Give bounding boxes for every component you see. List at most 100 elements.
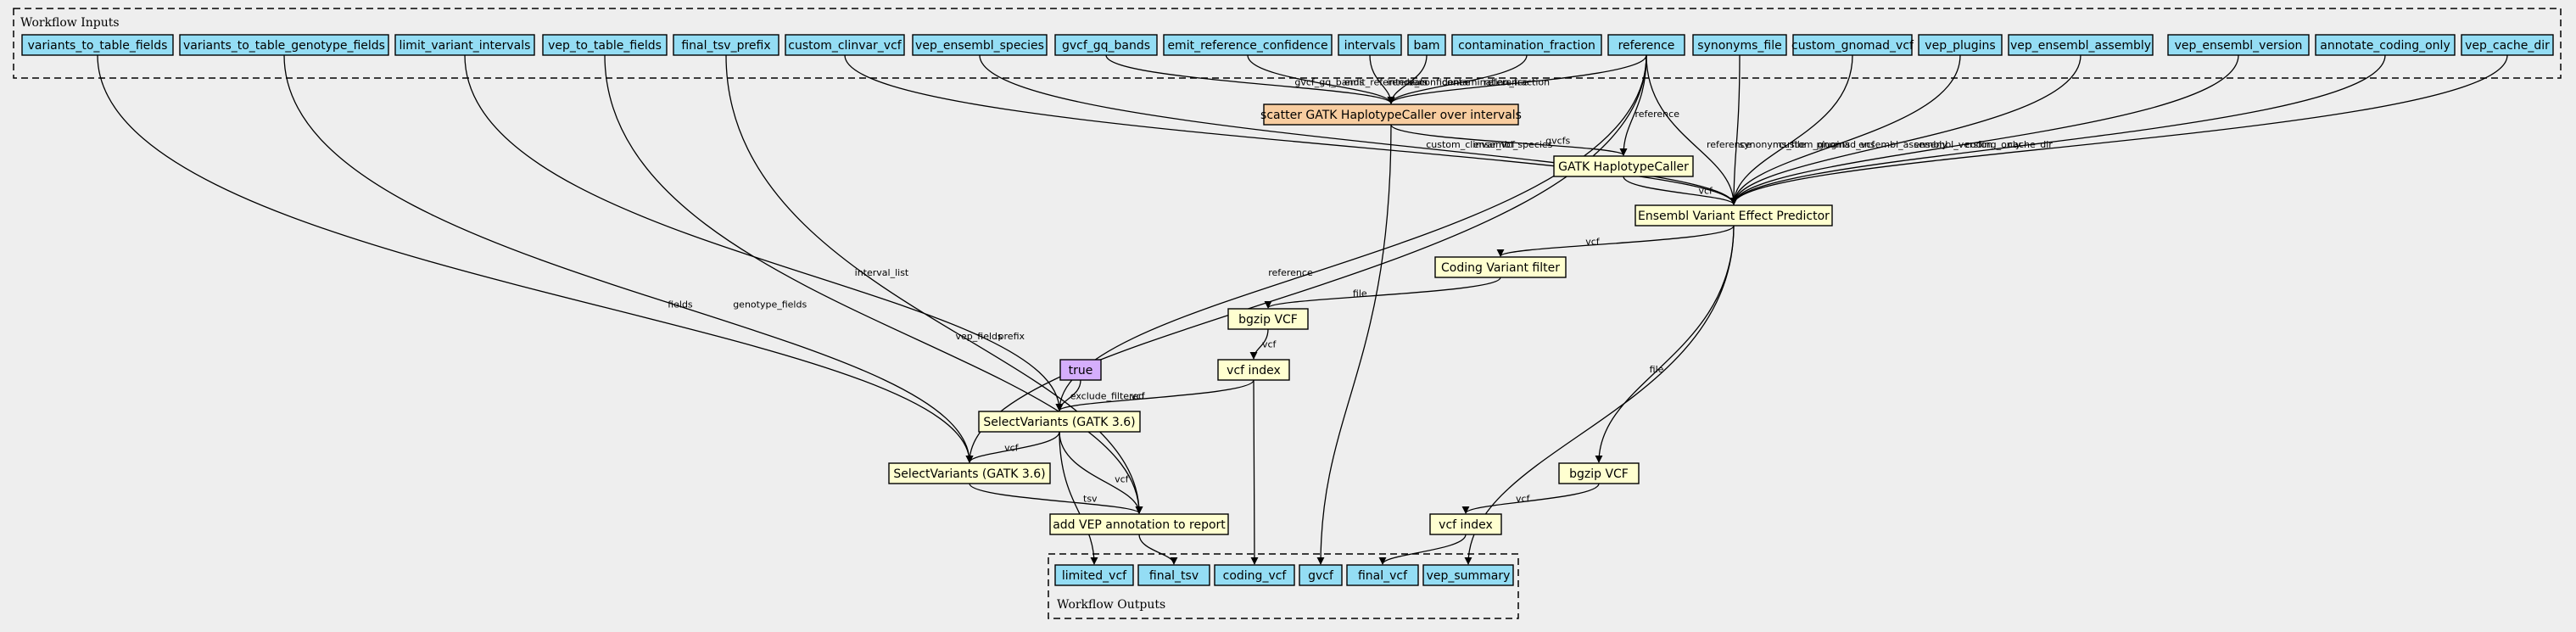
node-variants_to_table_fields[interactable]: variants_to_table_fields bbox=[21, 34, 174, 56]
node-box-vep_ensembl_version[interactable] bbox=[2167, 34, 2310, 56]
edge-reference-to-scatter_hc bbox=[1387, 54, 1647, 104]
node-box-bam[interactable] bbox=[1407, 34, 1446, 56]
edge-vep_to_table_fields-to-add_vep bbox=[604, 54, 1143, 514]
node-box-coding_filter[interactable] bbox=[1434, 256, 1567, 278]
edge-select1-to-select2 bbox=[965, 431, 1060, 463]
edge-synonyms_file-to-vep bbox=[1729, 54, 1741, 205]
edge-label-limit_variant_intervals-to-select1: interval_list bbox=[855, 267, 909, 278]
node-bam[interactable]: bam bbox=[1407, 34, 1446, 56]
node-box-custom_gnomad_vcf[interactable] bbox=[1792, 34, 1913, 56]
node-box-variants_to_table_genotype_fields[interactable] bbox=[179, 34, 389, 56]
node-coding_filter[interactable]: Coding Variant filter bbox=[1434, 256, 1567, 278]
node-box-synonyms_file[interactable] bbox=[1692, 34, 1787, 56]
node-final_tsv[interactable]: final_tsv bbox=[1137, 564, 1210, 586]
node-custom_clinvar_vcf[interactable]: custom_clinvar_vcf bbox=[785, 34, 905, 56]
node-synonyms_file[interactable]: synonyms_file bbox=[1692, 34, 1787, 56]
node-contamination_fraction[interactable]: contamination_fraction bbox=[1451, 34, 1602, 56]
node-variants_to_table_genotype_fields[interactable]: variants_to_table_genotype_fields bbox=[179, 34, 389, 56]
node-box-contamination_fraction[interactable] bbox=[1451, 34, 1602, 56]
node-label-annotate_coding_only: annotate_coding_only bbox=[2320, 39, 2450, 53]
node-vep_summary[interactable]: vep_summary bbox=[1422, 564, 1514, 586]
node-box-vcf_index1[interactable] bbox=[1217, 359, 1290, 381]
node-box-add_vep[interactable] bbox=[1049, 513, 1229, 535]
node-box-annotate_coding_only[interactable] bbox=[2315, 34, 2456, 56]
node-box-true_const[interactable] bbox=[1059, 359, 1102, 381]
node-box-select1[interactable] bbox=[978, 411, 1141, 433]
node-final_vcf[interactable]: final_vcf bbox=[1346, 564, 1419, 586]
node-reference[interactable]: reference bbox=[1607, 34, 1685, 56]
node-label-final_tsv: final_tsv bbox=[1149, 569, 1199, 583]
node-add_vep[interactable]: add VEP annotation to report bbox=[1049, 513, 1229, 535]
node-box-vep_ensembl_species[interactable] bbox=[912, 34, 1048, 56]
node-true_const[interactable]: true bbox=[1059, 359, 1102, 381]
node-label-custom_clinvar_vcf: custom_clinvar_vcf bbox=[788, 39, 902, 53]
node-gvcf_gq_bands[interactable]: gvcf_gq_bands bbox=[1054, 34, 1158, 56]
node-label-coding_vcf: coding_vcf bbox=[1223, 569, 1288, 583]
node-custom_gnomad_vcf[interactable]: custom_gnomad_vcf bbox=[1791, 34, 1914, 56]
node-box-bgzip2[interactable] bbox=[1558, 462, 1640, 484]
edge-reference-to-vep bbox=[1646, 54, 1738, 205]
node-intervals[interactable]: intervals bbox=[1338, 34, 1402, 56]
node-coding_vcf[interactable]: coding_vcf bbox=[1214, 564, 1295, 586]
node-label-coding_filter: Coding Variant filter bbox=[1441, 261, 1560, 275]
node-gvcf[interactable]: gvcf bbox=[1299, 564, 1343, 586]
node-box-gatk_hc[interactable] bbox=[1553, 155, 1694, 177]
node-box-gvcf[interactable] bbox=[1299, 564, 1343, 586]
node-box-select2[interactable] bbox=[888, 462, 1051, 484]
node-limited_vcf[interactable]: limited_vcf bbox=[1054, 564, 1134, 586]
node-box-final_vcf[interactable] bbox=[1346, 564, 1419, 586]
node-bgzip1[interactable]: bgzip VCF bbox=[1227, 308, 1309, 330]
node-box-vep_plugins[interactable] bbox=[1918, 34, 2003, 56]
node-box-vep[interactable] bbox=[1634, 204, 1833, 227]
node-select1[interactable]: SelectVariants (GATK 3.6) bbox=[978, 411, 1141, 433]
node-label-vep_ensembl_species: vep_ensembl_species bbox=[915, 39, 1044, 53]
node-box-gvcf_gq_bands[interactable] bbox=[1054, 34, 1158, 56]
node-vep_cache_dir[interactable]: vep_cache_dir bbox=[2461, 34, 2554, 56]
node-label-vep_to_table_fields: vep_to_table_fields bbox=[548, 39, 662, 53]
node-label-intervals: intervals bbox=[1344, 39, 1396, 53]
node-limit_variant_intervals[interactable]: limit_variant_intervals bbox=[394, 34, 535, 56]
node-box-custom_clinvar_vcf[interactable] bbox=[785, 34, 905, 56]
node-emit_reference_confidence[interactable]: emit_reference_confidence bbox=[1163, 34, 1333, 56]
node-gatk_hc[interactable]: GATK HaplotypeCaller bbox=[1553, 155, 1694, 177]
node-label-vep_ensembl_version: vep_ensembl_version bbox=[2175, 39, 2303, 53]
node-label-variants_to_table_genotype_fields: variants_to_table_genotype_fields bbox=[183, 39, 385, 53]
node-box-intervals[interactable] bbox=[1338, 34, 1402, 56]
node-box-final_tsv_prefix[interactable] bbox=[673, 34, 780, 56]
node-box-limit_variant_intervals[interactable] bbox=[394, 34, 535, 56]
node-box-scatter_hc[interactable] bbox=[1263, 103, 1519, 126]
node-box-variants_to_table_fields[interactable] bbox=[21, 34, 174, 56]
node-box-final_tsv[interactable] bbox=[1137, 564, 1210, 586]
node-vcf_index1[interactable]: vcf index bbox=[1217, 359, 1290, 381]
node-bgzip2[interactable]: bgzip VCF bbox=[1558, 462, 1640, 484]
edge-variants_to_table_fields-to-select2 bbox=[97, 54, 974, 463]
node-label-bam: bam bbox=[1413, 39, 1439, 53]
node-vep_ensembl_version[interactable]: vep_ensembl_version bbox=[2167, 34, 2310, 56]
edge-select2-to-add_vep bbox=[969, 483, 1143, 514]
node-box-vep_summary[interactable] bbox=[1422, 564, 1514, 586]
edge-add_vep-to-final_tsv bbox=[1138, 534, 1178, 565]
node-label-synonyms_file: synonyms_file bbox=[1697, 39, 1781, 53]
node-vep_plugins[interactable]: vep_plugins bbox=[1918, 34, 2003, 56]
edge-coding_filter-to-bgzip1 bbox=[1264, 277, 1501, 309]
node-box-vcf_index2[interactable] bbox=[1429, 513, 1502, 535]
node-annotate_coding_only[interactable]: annotate_coding_only bbox=[2315, 34, 2456, 56]
node-box-bgzip1[interactable] bbox=[1227, 308, 1309, 330]
node-vep_to_table_fields[interactable]: vep_to_table_fields bbox=[542, 34, 668, 56]
node-vep_ensembl_assembly[interactable]: vep_ensembl_assembly bbox=[2008, 34, 2154, 56]
node-box-vep_to_table_fields[interactable] bbox=[542, 34, 668, 56]
node-box-coding_vcf[interactable] bbox=[1214, 564, 1295, 586]
node-select2[interactable]: SelectVariants (GATK 3.6) bbox=[888, 462, 1051, 484]
node-box-emit_reference_confidence[interactable] bbox=[1163, 34, 1333, 56]
node-scatter_hc[interactable]: scatter GATK HaplotypeCaller over interv… bbox=[1260, 103, 1522, 126]
edge-label-variants_to_table_genotype_fields-to-select2: genotype_fields bbox=[733, 299, 807, 310]
node-box-vep_cache_dir[interactable] bbox=[2461, 34, 2554, 56]
node-vep_ensembl_species[interactable]: vep_ensembl_species bbox=[912, 34, 1048, 56]
node-final_tsv_prefix[interactable]: final_tsv_prefix bbox=[673, 34, 780, 56]
node-vcf_index2[interactable]: vcf index bbox=[1429, 513, 1502, 535]
node-vep[interactable]: Ensembl Variant Effect Predictor bbox=[1634, 204, 1833, 227]
node-label-gvcf_gq_bands: gvcf_gq_bands bbox=[1062, 39, 1150, 53]
node-box-vep_ensembl_assembly[interactable] bbox=[2008, 34, 2154, 56]
node-box-limited_vcf[interactable] bbox=[1054, 564, 1134, 586]
node-box-reference[interactable] bbox=[1607, 34, 1685, 56]
